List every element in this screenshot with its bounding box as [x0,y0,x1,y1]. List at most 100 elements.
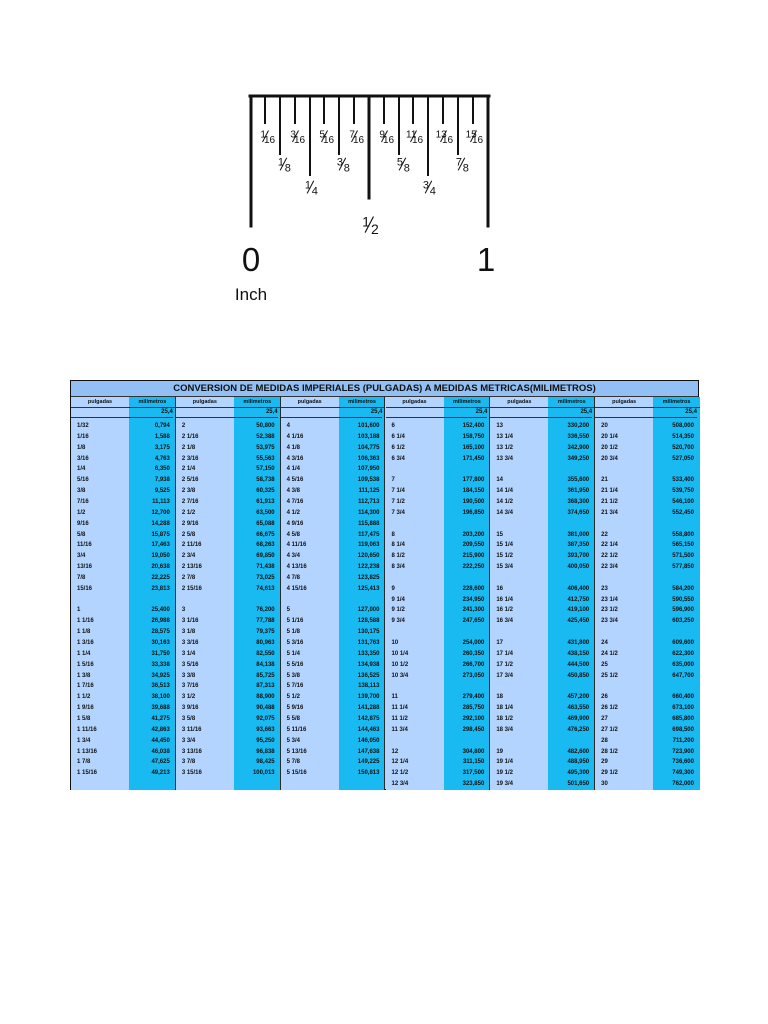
inch-value: 13 [496,423,504,429]
mm-value: 26,988 [151,618,170,625]
inch-value: 4 13/16 [286,564,307,571]
mm-value: 184,150 [462,488,485,495]
mm-value: 106,363 [357,455,380,462]
inch-value: 2 1/8 [181,444,196,451]
mm-value: 134,938 [357,661,380,668]
mm-value: 74,613 [256,585,275,592]
inch-value: 24 [601,640,608,646]
inch-value: 18 1/2 [496,715,514,722]
mm-value: 136,525 [357,672,380,679]
inch-value: 7/8 [77,574,86,581]
ruler-one-label: 1 [477,241,495,278]
inch-value: 6 1/2 [391,444,405,451]
mm-value: 150,813 [357,770,380,777]
inch-value: 3/4 [77,553,86,560]
inch-value: 2 1/4 [181,466,196,473]
eighth-label-denominator: 8 [463,163,469,175]
inch-value: 8 [391,531,395,538]
quarter-label-denominator: 4 [312,186,318,198]
inch-value: 5 1/4 [286,650,301,657]
inch-value: 16 [496,585,504,592]
mm-value: 152,400 [462,423,485,429]
mm-value: 15,875 [151,531,170,538]
inch-value: 27 1/2 [601,726,618,733]
table-row [490,573,595,584]
mm-value: 22,225 [151,574,170,581]
mm-value: 387,350 [567,542,590,549]
table-row [595,681,700,692]
mm-value: 79,375 [256,629,275,636]
inch-value: 6 [391,423,395,429]
mm-value: 635,000 [672,661,694,668]
mm-value: 130,175 [357,629,380,636]
inch-value: 4 7/16 [286,498,304,505]
inch-value: 18 3/4 [496,726,514,733]
inch-value: 2 3/4 [181,553,196,560]
half-label-denominator: 2 [371,221,379,237]
inch-value: 3 3/8 [181,672,196,679]
mm-value: 234,950 [462,596,485,603]
sixteenth-label-slash [262,130,269,143]
inch-value: 4 3/4 [286,553,301,560]
sixteenth-label-numerator: 9 [379,130,385,141]
mm-value: 488,950 [567,759,590,766]
inch-value: 21 1/4 [601,488,618,495]
mm-value: 34,925 [151,672,170,679]
inch-value: 13 1/2 [496,444,514,451]
mm-value: 20,638 [151,564,170,571]
inch-value: 3 3/16 [181,640,199,646]
table-row [176,595,281,606]
inch-value: 14 [496,477,504,484]
table-row [386,519,491,530]
quarter-label: 34 [423,179,436,197]
inch-value: 3 15/16 [181,770,202,777]
mm-value: 698,500 [672,726,694,733]
inch-value: 9 [391,585,395,592]
inch-value: 3 9/16 [181,705,199,712]
inch-value: 2 5/8 [181,531,196,538]
inch-value: 5/8 [77,531,86,538]
mm-value: 330,200 [567,423,590,429]
mm-value: 125,413 [357,585,380,592]
mm-value: 723,900 [672,748,694,755]
inch-value: 16 1/4 [496,596,514,603]
inch-value: 3 [181,607,186,614]
mm-value: 103,188 [357,433,380,440]
inch-value: 1 1/16 [77,618,94,625]
header-milimetros: milimetros [129,397,176,408]
inch-value: 3 3/4 [181,737,196,744]
header-pulgadas: pulgadas [385,397,444,408]
eighth-label-slash [338,157,347,171]
inch-value: 26 1/2 [601,705,618,712]
eighth-label-numerator: 3 [337,156,343,168]
milimetros-column [443,397,491,790]
inch-value: 1 7/16 [77,683,94,690]
inch-value: 3 5/16 [181,661,199,668]
mm-value: 42,863 [151,726,170,733]
